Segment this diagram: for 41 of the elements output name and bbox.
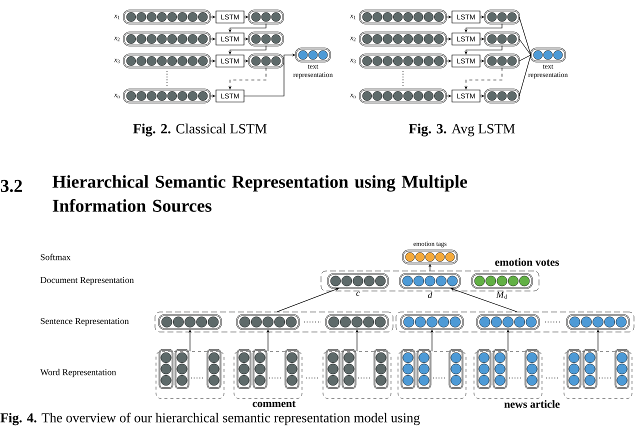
vector-label: d [428,292,432,298]
vector-bar [484,54,520,68]
layer-label: Word Representation [40,368,116,378]
connector-line [518,38,532,56]
vector-bar [248,10,284,24]
word-vector-group [234,349,302,399]
word-vector-group [322,349,392,399]
vector-bar [236,314,300,330]
connector-line [518,16,532,56]
dashed-group-box [320,270,540,292]
vector-bar [476,314,540,330]
caption: Fig. 4. The overview of our hierarchical semantic representation model using [0,412,420,426]
vector-bar [566,314,630,330]
vector-bar [325,314,389,330]
layer-label: Sentence Representation [40,318,129,326]
vector-bar [484,32,520,46]
connector-line [518,54,532,96]
group-label: emotion votes [495,258,559,266]
word-vector-group [474,349,542,399]
group-label: comment [252,400,296,408]
vector-bar [400,314,464,330]
word-vector-group [564,349,632,399]
section-number: 3.2 [0,180,22,192]
section-heading: Hierarchical Semantic Representation using Multiple Information Sources [52,175,468,212]
caption: Fig. 3. Avg LSTM [408,124,515,136]
connector-line [518,54,532,62]
dashed-group-box [396,312,634,332]
layer-label: Softmax [40,254,71,260]
vector-label: c [356,292,360,296]
vector-bar [484,88,520,104]
dashed-group-box [154,312,394,332]
caption: Fig. 2. Classical LSTM [133,124,267,136]
layer-label: Document Representation [40,277,134,285]
vector-bar [248,32,284,46]
group-label: news article [504,400,560,408]
word-vector-group [156,349,224,399]
word-vector-group [398,349,466,399]
vector-bar [248,54,284,68]
vector-bar [158,314,222,330]
vector-bar [484,10,520,24]
vector-label: M$_{d}$ [496,292,508,299]
